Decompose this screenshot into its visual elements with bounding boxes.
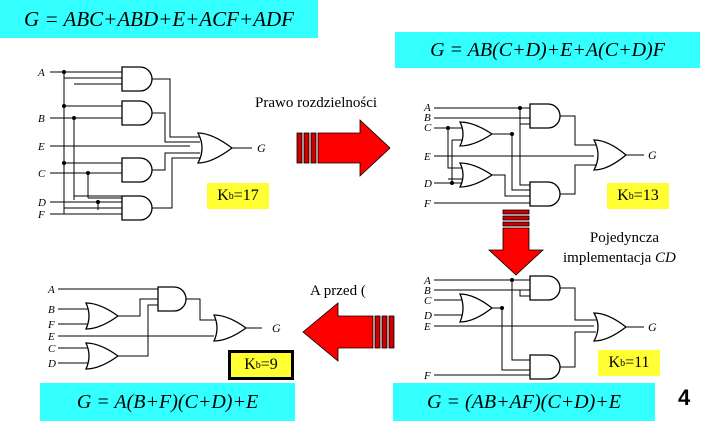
output-label-g: G: [257, 141, 266, 155]
formula-top-right: G = AB(C+D)+E+A(C+D)F: [395, 32, 700, 68]
input-label-d: D: [47, 358, 56, 370]
input-label-c: C: [424, 295, 432, 307]
input-label-e: E: [423, 151, 431, 163]
caption-single-implementation: Pojedyncza implementacja CD: [563, 228, 676, 268]
cost-prefix: K: [217, 187, 229, 204]
output-label-g: G: [648, 320, 657, 334]
formula-text: G = (AB+AF)(C+D)+E: [427, 390, 621, 413]
input-label-b: B: [48, 304, 55, 316]
caption-line-2: implementacja CD: [563, 248, 676, 268]
input-label-f: F: [423, 198, 431, 210]
formula-text: G = ABC+ABD+E+ACF+ADF: [24, 6, 294, 31]
input-label-b: B: [424, 112, 431, 124]
caption-line-1: Pojedyncza: [589, 230, 660, 246]
input-label-c: C: [424, 122, 432, 134]
input-label-a: A: [423, 275, 431, 287]
formula-top-left: G = ABC+ABD+E+ACF+ADF: [0, 0, 318, 38]
cost-prefix: K: [617, 187, 629, 204]
caption-line-2-italic: CD: [655, 250, 676, 266]
input-label-e: E: [37, 141, 45, 153]
caption-text: A przed (: [310, 283, 366, 299]
formula-text: G = AB(C+D)+E+A(C+D)F: [430, 38, 665, 61]
caption-text: Prawo rozdzielności: [255, 95, 378, 111]
formula-text: G = A(B+F)(C+D)+E: [76, 390, 259, 413]
cost-sub: b: [628, 190, 634, 202]
page-number-text: 4: [678, 385, 691, 410]
cost-sub: b: [228, 190, 234, 202]
cost-sub: b: [255, 359, 261, 371]
input-label-d: D: [423, 310, 432, 322]
input-label-b: B: [38, 113, 45, 125]
output-label-g: G: [648, 148, 657, 162]
input-label-c: C: [38, 168, 46, 180]
input-label-e: E: [47, 331, 55, 343]
cost-prefix: K: [244, 356, 256, 373]
caption-before: A przed (: [310, 283, 366, 300]
circuit-4: A B F E C D G: [47, 284, 281, 370]
input-label-b: B: [424, 285, 431, 297]
input-label-f: F: [423, 370, 431, 382]
input-label-a: A: [47, 284, 55, 296]
circuit-2: A B C E D F G: [423, 102, 657, 210]
input-label-a: A: [423, 102, 431, 114]
cost-value: =17: [233, 187, 259, 204]
input-label-f: F: [47, 319, 55, 331]
input-label-a: A: [37, 67, 45, 79]
input-label-c: C: [48, 343, 56, 355]
input-label-f: F: [37, 209, 45, 221]
arrow-left: [302, 302, 395, 362]
cost-sub: b: [620, 357, 626, 369]
formula-bottom-left: G = A(B+F)(C+D)+E: [40, 383, 295, 421]
circuit-1: A B E C D F G: [37, 66, 266, 221]
caption-line-2-text: implementacja: [563, 250, 656, 266]
cost-value: =11: [625, 354, 650, 371]
cost-prefix: K: [608, 354, 621, 371]
cost-value: =9: [260, 356, 278, 373]
input-label-d: D: [37, 197, 46, 209]
arrow-right: [296, 119, 391, 177]
cost-value: =13: [633, 187, 659, 204]
page-number: 4: [678, 385, 690, 411]
output-label-g: G: [272, 321, 281, 335]
arrow-down: [487, 209, 545, 276]
input-label-e: E: [423, 321, 431, 333]
input-label-d: D: [423, 178, 432, 190]
circuit-3: A B C D E F G: [423, 275, 657, 382]
caption-distributive-law: Prawo rozdzielności: [255, 95, 377, 112]
formula-bottom-right: G = (AB+AF)(C+D)+E: [393, 383, 655, 421]
